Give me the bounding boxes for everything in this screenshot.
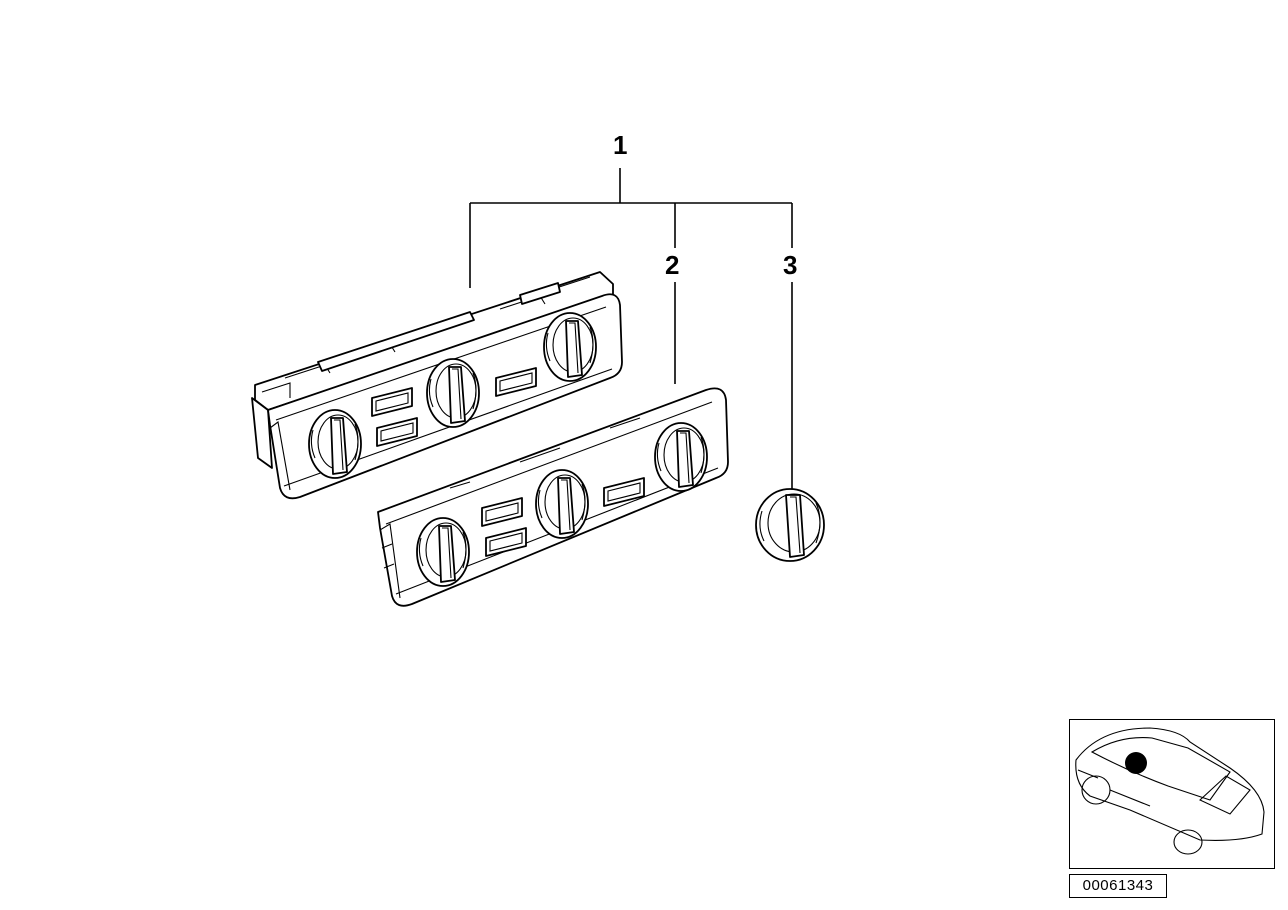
callout-3: 3 xyxy=(783,250,797,280)
vehicle-location-thumbnail xyxy=(1075,727,1265,855)
climate-control-unit xyxy=(251,271,623,500)
rotary-knob xyxy=(755,488,825,562)
leader-lines xyxy=(469,168,793,490)
control-panel-front xyxy=(377,387,729,607)
diagram-number: 00061343 xyxy=(1069,874,1167,898)
callout-1: 1 xyxy=(613,130,627,160)
callout-2: 2 xyxy=(665,250,679,280)
